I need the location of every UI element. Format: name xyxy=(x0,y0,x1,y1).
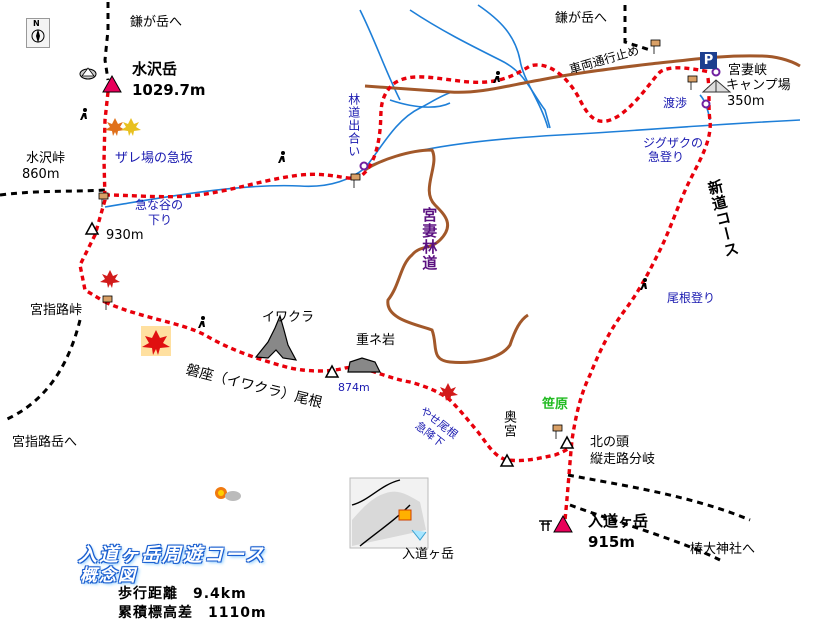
label-kyuna-tani-2: 下り xyxy=(148,213,173,227)
map-title: 入道ヶ岳周遊コース xyxy=(78,544,267,566)
label-miyasashiji-pass: 宮指路峠 xyxy=(30,303,83,318)
autumn-photo-icon xyxy=(141,326,171,356)
summit-triangle-icon xyxy=(553,514,573,533)
compass-icon: N xyxy=(26,18,50,48)
maple-leaf-icon xyxy=(100,270,458,401)
map-subtitle: 概念図 xyxy=(80,566,137,586)
label-rindo-deai: 林道出合い xyxy=(346,93,361,158)
label-miyazuma-rindo: 宮妻林道 xyxy=(420,207,439,271)
label-camp-1: 宮妻峡 xyxy=(728,63,768,78)
stat-distance: 歩行距離 9.4km xyxy=(118,586,247,602)
label-camp-elev: 350m xyxy=(727,94,765,109)
label-okumiya: 奥宮 xyxy=(500,410,516,438)
label-to-tsubaki: 椿大神社へ xyxy=(690,542,756,557)
summit-triangle-icon xyxy=(102,74,122,93)
label-iwakura: イワクラ xyxy=(262,310,315,325)
label-mizusawa-elev: 1029.7m xyxy=(132,81,206,99)
label-kasaneiwa: 重ネ岩 xyxy=(356,333,396,348)
label-sasahara: 笹原 xyxy=(542,397,569,412)
trails xyxy=(0,2,751,562)
rivers xyxy=(104,4,801,208)
label-one-nobori: 尾根登り xyxy=(667,291,716,305)
label-mizusawa-pass-elev: 860m xyxy=(22,167,60,182)
parking-icon: P xyxy=(700,52,717,69)
label-mizusawa-name: 水沢岳 xyxy=(132,60,178,78)
junction-markers xyxy=(359,67,721,171)
mountain-icon xyxy=(79,67,97,80)
label-mizusawa-pass: 水沢峠 xyxy=(26,151,66,166)
label-elev-874: 874m xyxy=(338,381,370,394)
label-zigzag-1: ジグザクの xyxy=(643,136,704,150)
label-to-kamagatake-right: 鎌が岳へ xyxy=(555,11,608,26)
label-to-miyasashiji-dake: 宮指路岳へ xyxy=(12,435,78,450)
sun-cloud-icon xyxy=(215,487,241,501)
label-kitanokashira-1: 北の頭 xyxy=(590,435,630,450)
label-kitanokashira-2: 縦走路分岐 xyxy=(590,452,656,467)
label-nyudo-name: 入道ヶ岳 xyxy=(588,512,649,530)
kasaneiwa-rock-icon xyxy=(347,357,381,373)
autumn-leaves-icon xyxy=(105,118,141,136)
hiker-icon xyxy=(80,71,647,328)
label-elev-930: 930m xyxy=(106,228,144,243)
label-to-kamagatake-left: 鎌が岳へ xyxy=(130,15,183,30)
label-nyudo-elev: 915m xyxy=(588,533,635,551)
stat-elevation: 累積標高差 1110m xyxy=(118,605,267,621)
inset-map xyxy=(349,477,429,549)
label-camp-2: キャンプ場 xyxy=(726,78,791,93)
label-kyuna-tani-1: 急な谷の xyxy=(135,198,184,212)
iwakura-rock-icon xyxy=(254,314,298,361)
signpost-icon xyxy=(98,39,698,439)
waypoint-triangle-icon xyxy=(84,221,575,467)
label-inset: 入道ヶ岳 xyxy=(402,547,455,562)
label-zareba: ザレ場の急坂 xyxy=(115,151,194,166)
tent-icon xyxy=(701,79,732,93)
forest-roads xyxy=(364,54,801,364)
compass-letter: N xyxy=(33,19,40,28)
label-zigzag-2: 急登り xyxy=(648,150,685,164)
torii-icon xyxy=(539,520,552,531)
label-toshou: 渡渉 xyxy=(663,96,688,110)
hiking-route xyxy=(78,63,712,521)
